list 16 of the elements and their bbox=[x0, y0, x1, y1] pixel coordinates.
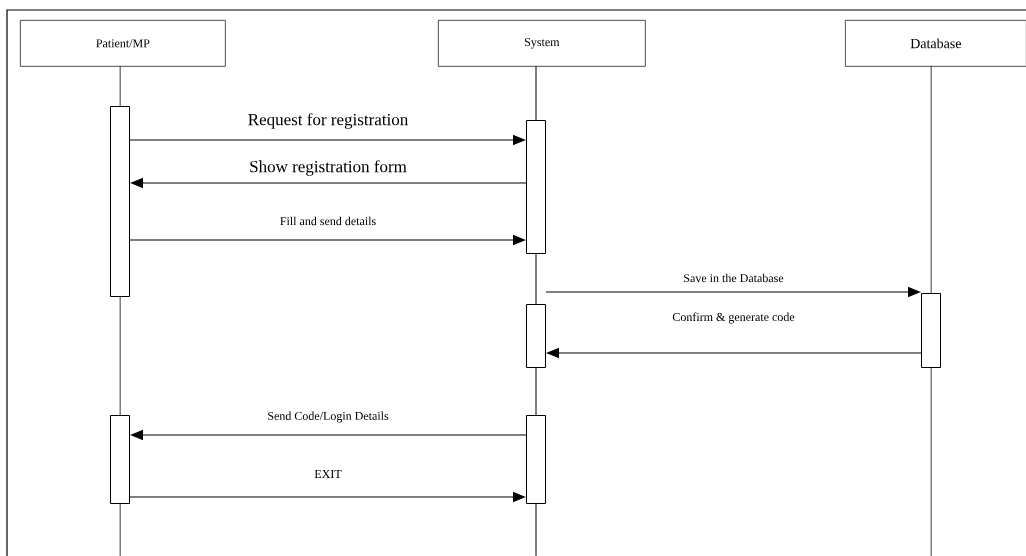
activation-bar bbox=[526, 415, 546, 504]
activation-bar bbox=[526, 304, 546, 368]
message-label: Send Code/Login Details bbox=[266, 410, 390, 424]
lifeline-header-box: System bbox=[438, 20, 646, 67]
activation-bar bbox=[921, 293, 941, 368]
message-label: Request for registration bbox=[246, 112, 410, 130]
message-label: Fill and send details bbox=[278, 215, 378, 227]
lifeline-header-box: Database bbox=[845, 20, 1026, 67]
activation-bar bbox=[110, 106, 130, 297]
message-label: Save in the Database bbox=[682, 272, 785, 284]
lifeline-header-box: Patient/MP bbox=[20, 20, 226, 67]
message-label: EXIT bbox=[313, 469, 343, 479]
message-label: Confirm & generate code bbox=[671, 311, 796, 325]
activation-bar bbox=[526, 120, 546, 254]
activation-bar bbox=[110, 415, 130, 504]
message-label: Show registration form bbox=[248, 159, 408, 177]
